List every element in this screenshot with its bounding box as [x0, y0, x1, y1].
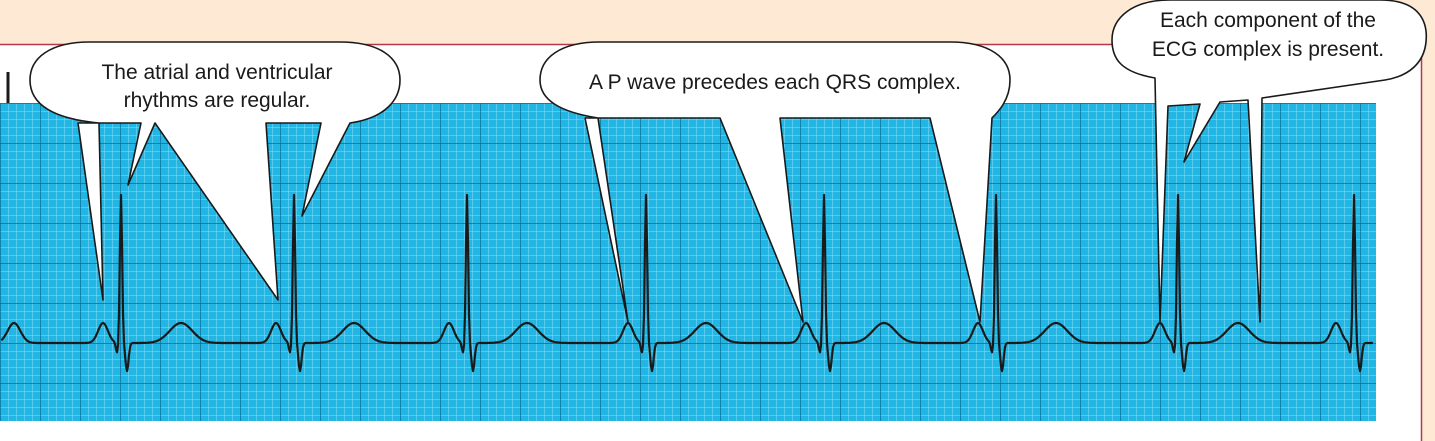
callout-bubble [539, 41, 1011, 323]
callout-text-line-2: ECG complex is present. [1152, 38, 1384, 61]
callout-components-present: Each component of the ECG complex is pre… [1111, 0, 1428, 323]
ecg-trace [0, 193, 1374, 373]
callout-text-line-1: Each component of the [1160, 9, 1376, 32]
callout-text-line-1: The atrial and ventricular [101, 61, 332, 84]
callout-text-line-1: A P wave precedes each QRS complex. [589, 71, 961, 94]
callout-bubble [1111, 0, 1428, 323]
callout-text-line-2: rhythms are regular. [124, 89, 311, 112]
callout-regular-rhythms: The atrial and ventricular rhythms are r… [29, 41, 401, 301]
callout-bubble [29, 41, 401, 301]
ecg-grid-paper [0, 103, 1376, 421]
callout-p-wave-precedes-qrs: A P wave precedes each QRS complex. [539, 41, 1011, 323]
